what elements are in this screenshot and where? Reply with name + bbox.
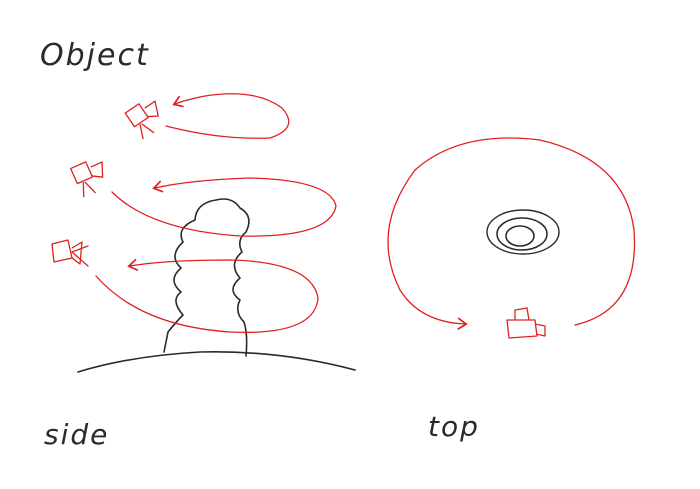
camera-icon	[70, 161, 104, 198]
camera-path-middle	[111, 177, 337, 237]
side-view	[51, 93, 356, 373]
object-icon	[163, 198, 250, 357]
camera-path-top	[387, 137, 636, 330]
side-view-label: side	[44, 418, 110, 451]
object-icon	[486, 209, 560, 255]
camera-path-upper	[165, 93, 290, 139]
camera-icon	[124, 100, 159, 140]
camera-path-lower	[95, 258, 319, 334]
camera-icon	[51, 239, 89, 267]
top-view-label: top	[428, 410, 480, 443]
top-view	[387, 137, 636, 339]
camera-icon	[506, 307, 546, 339]
title-label: Object	[40, 38, 150, 73]
ground-line	[77, 351, 356, 373]
